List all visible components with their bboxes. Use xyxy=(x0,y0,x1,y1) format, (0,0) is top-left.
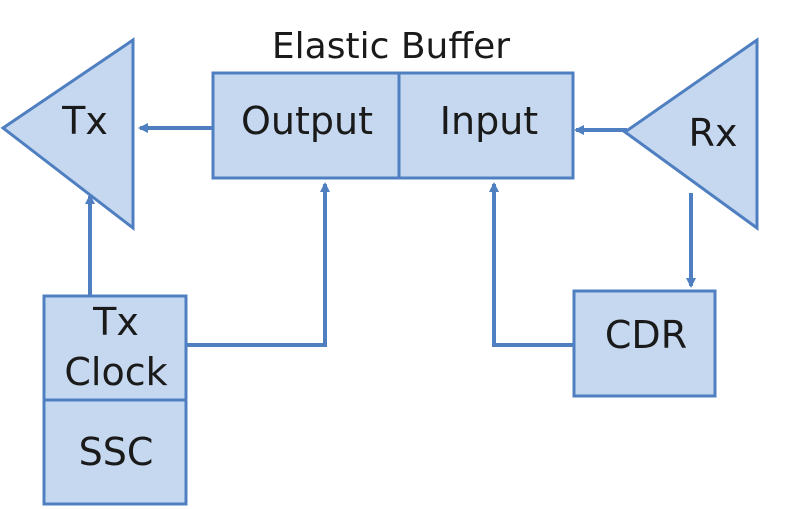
cdr-label: CDR xyxy=(604,313,688,357)
tx-clock-label-line2: Clock xyxy=(64,350,168,394)
rx-label: Rx xyxy=(688,111,738,155)
output-label: Output xyxy=(241,99,373,143)
tx-clock-label-line1: Tx xyxy=(93,300,139,344)
input-label: Input xyxy=(439,99,539,143)
input-block xyxy=(397,71,575,180)
ssc-label: SSC xyxy=(78,430,154,474)
tx-amplifier xyxy=(0,37,135,232)
rx-amplifier xyxy=(622,37,759,231)
tx-label: Tx xyxy=(62,99,108,143)
ssc-block xyxy=(42,398,188,506)
arrow-cdr-to-input xyxy=(489,182,574,347)
diagram-title: Elastic Buffer xyxy=(271,26,511,67)
output-block xyxy=(211,71,401,180)
tx-clock-block xyxy=(42,294,188,402)
arrow-txclock-to-output xyxy=(186,182,330,347)
